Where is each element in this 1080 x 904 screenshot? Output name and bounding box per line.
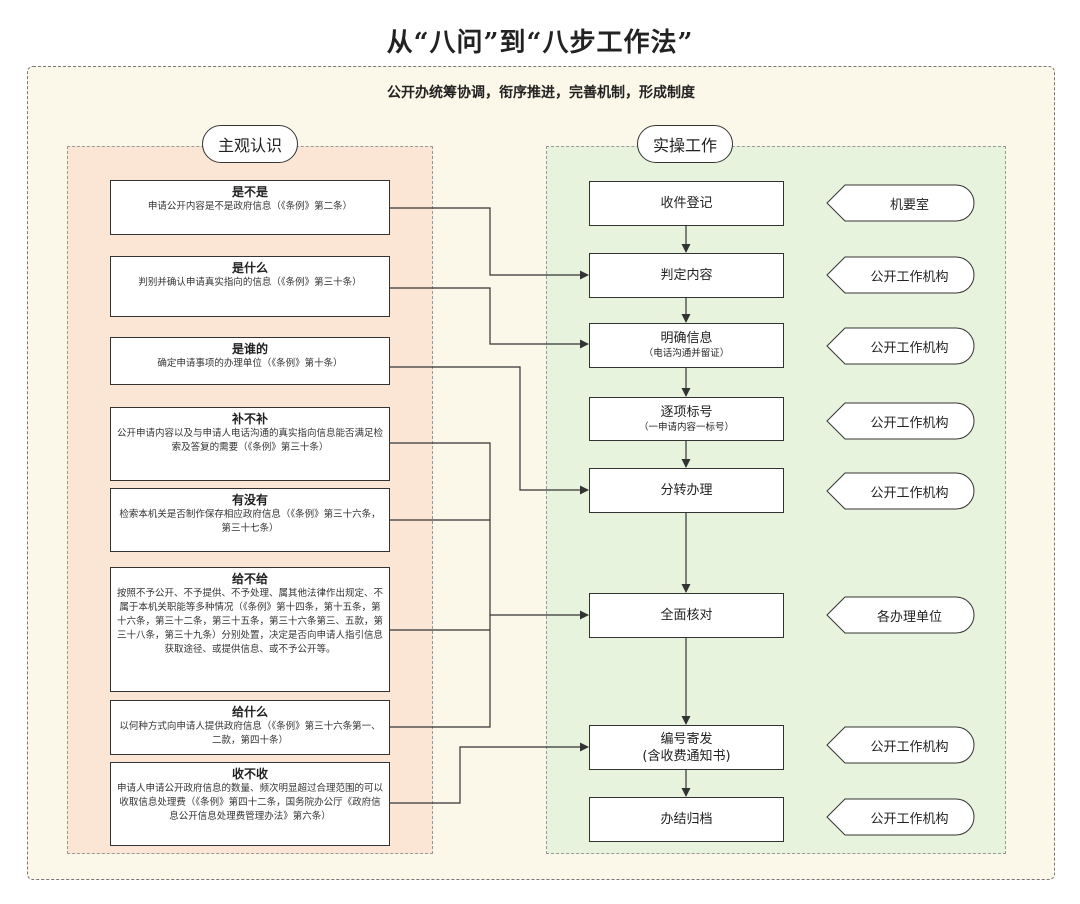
question-desc: 以何种方式向申请人提供政府信息（《条例》第三十六条第一、二款，第四十条） — [119, 721, 381, 746]
tag-label: 公开工作机构 — [870, 739, 949, 755]
step-box-panding: 判定内容 — [589, 253, 784, 298]
connector-geishenme — [390, 615, 491, 728]
question-desc: 确定申请事项的办理单位（《条例》第十条） — [157, 358, 343, 369]
tag-ge-banli-danwei: 各办理单位 — [826, 596, 975, 634]
diagram-title: 从“八问”到“八步工作法” — [386, 28, 694, 58]
step-label: 逐项标号 — [660, 404, 713, 420]
right-panel-title: 实操工作 — [637, 125, 733, 163]
question-box-shibushi: 是不是 申请公开内容是不是政府信息（《条例》第二条） — [110, 180, 390, 235]
connector-shishuide — [390, 366, 589, 495]
step-box-zhuxiang: 逐项标号 （一申请内容一标号） — [589, 397, 784, 441]
diagram-subtitle: 公开办统筹协调，衔序推进，完善机制，形成制度 — [387, 85, 695, 101]
question-desc: 申请公开内容是不是政府信息（《条例》第二条） — [147, 201, 353, 212]
step-box-bianhao: 编号寄发 (含收费通知书) — [589, 725, 784, 770]
tag-label: 公开工作机构 — [870, 811, 949, 827]
tag-gongkai-4: 公开工作机构 — [826, 472, 975, 510]
step-label: 收件登记 — [660, 196, 713, 211]
tag-label: 公开工作机构 — [870, 485, 949, 501]
question-head: 有没有 — [231, 493, 268, 507]
question-box-bubu: 补不补 公开申请内容以及与申请人电话沟通的真实指向信息能否满足检索及答复的需要（… — [110, 407, 390, 481]
step-box-mingque: 明确信息 （电话沟通并留证） — [589, 323, 784, 368]
question-desc: 申请人申请公开政府信息的数量、频次明显超过合理范围的可以收取信息处理费（《条例》… — [117, 783, 384, 822]
question-box-shoubushou: 收不收 申请人申请公开政府信息的数量、频次明显超过合理范围的可以收取信息处理费（… — [110, 762, 390, 846]
step-box-fenzhuan: 分转办理 — [589, 468, 784, 513]
step-sublabel: （一申请内容一标号） — [638, 421, 734, 433]
question-head: 补不补 — [231, 412, 268, 426]
question-head: 给不给 — [231, 572, 268, 586]
left-panel-title: 主观认识 — [202, 125, 298, 163]
step-label: 明确信息 — [660, 331, 713, 346]
question-box-geibugei: 给不给 按照不予公开、不予提供、不予处理、属其他法律作出规定、不属于本机关职能等… — [110, 567, 390, 692]
connector-bubu — [390, 442, 589, 620]
tag-gongkai-5: 公开工作机构 — [826, 726, 975, 764]
question-head: 给什么 — [231, 705, 268, 719]
step-box-banjie: 办结归档 — [589, 797, 784, 842]
question-box-youmeiyou: 有没有 检索本机关是否制作保存相应政府信息（《条例》第三十六条，第三十七条） — [110, 488, 390, 552]
tag-label: 机要室 — [889, 197, 929, 213]
question-desc: 检索本机关是否制作保存相应政府信息（《条例》第三十六条，第三十七条） — [119, 509, 381, 534]
tag-label: 公开工作机构 — [870, 415, 949, 431]
step-label: 编号寄发 — [660, 731, 713, 747]
question-box-shishuide: 是谁的 确定申请事项的办理单位（《条例》第十条） — [110, 337, 390, 385]
question-desc: 判别并确认申请真实指向的信息（《条例》第三十条） — [138, 277, 362, 288]
question-head: 是谁的 — [231, 342, 268, 356]
step-label: 分转办理 — [660, 483, 713, 498]
question-head: 是不是 — [231, 185, 268, 199]
tag-gongkai-2: 公开工作机构 — [826, 327, 975, 365]
question-desc: 公开申请内容以及与申请人电话沟通的真实指向信息能否满足检索及答复的需要（《条例》… — [117, 428, 384, 453]
tag-label: 公开工作机构 — [870, 340, 949, 356]
question-head: 收不收 — [231, 767, 268, 781]
tag-gongkai-3: 公开工作机构 — [826, 402, 975, 440]
question-box-shishenme: 是什么 判别并确认申请真实指向的信息（《条例》第三十条） — [110, 256, 390, 317]
step-box-shoujian: 收件登记 — [589, 181, 784, 226]
step-label: 判定内容 — [660, 268, 713, 283]
step-label: 办结归档 — [660, 812, 713, 827]
connector-shishenme — [390, 287, 589, 349]
tag-label: 公开工作机构 — [870, 269, 949, 285]
tag-gongkai-6: 公开工作机构 — [826, 798, 975, 836]
tag-gongkai-1: 公开工作机构 — [826, 256, 975, 294]
question-desc: 按照不予公开、不予提供、不予处理、属其他法律作出规定、不属于本机关职能等多种情况… — [117, 588, 384, 655]
connector-shoubushou — [390, 742, 589, 804]
question-head: 是什么 — [231, 261, 268, 275]
tag-jiyaoshi: 机要室 — [826, 184, 975, 222]
connector-shibushi — [390, 207, 589, 280]
step-box-quanmian: 全面核对 — [589, 593, 784, 638]
step-sublabel: （电话沟通并留证） — [643, 348, 730, 359]
tag-label: 各办理单位 — [876, 609, 942, 625]
question-box-geishenme: 给什么 以何种方式向申请人提供政府信息（《条例》第三十六条第一、二款，第四十条） — [110, 700, 390, 755]
step-sublabel: (含收费通知书) — [642, 748, 731, 764]
step-label: 全面核对 — [660, 608, 713, 623]
